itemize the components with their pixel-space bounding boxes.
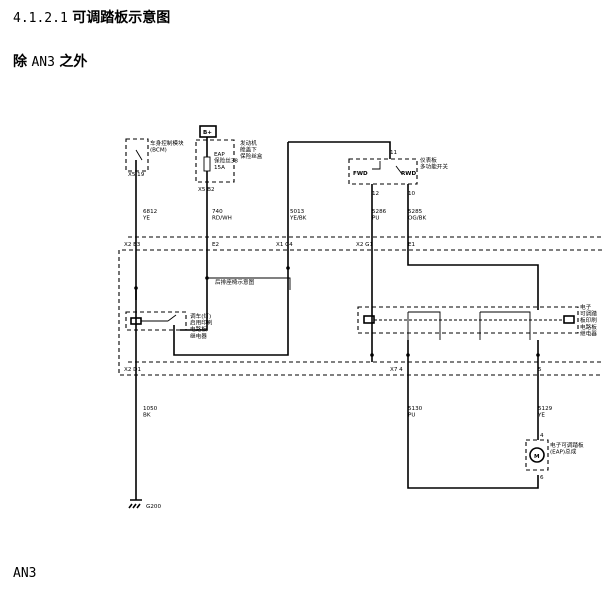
module-outline — [118, 249, 602, 376]
switch-rwd: RWD — [401, 171, 416, 177]
wire-5130-path — [407, 340, 539, 489]
subheading-suffix: 之外 — [59, 54, 88, 70]
conn-5: 5 — [538, 367, 542, 373]
wire-5285-path — [407, 184, 539, 310]
fuse-block-label: 发动机舱盖下保险丝盒 — [240, 139, 263, 160]
section-title-text: 可调踏板示意图 — [72, 10, 171, 26]
switch-box — [348, 158, 418, 185]
junction-dot — [134, 286, 138, 290]
motor-box — [525, 439, 549, 471]
battery-label: B+ — [203, 130, 212, 136]
motor-label: 电子可调踏板(EAP)总成 — [550, 441, 584, 456]
bcm-label: 车身控制模块(BCM) — [150, 139, 184, 154]
relay2-label: 电子可调踏板印刷电路板继电器 — [580, 303, 597, 337]
conn-x2-d1: X2 D1 — [124, 367, 141, 373]
ground-label: G200 — [146, 504, 161, 510]
motor-pin-top: 4 — [540, 433, 544, 439]
junction-dot — [536, 353, 540, 357]
relay1-contact — [141, 314, 177, 322]
battery-box — [199, 125, 217, 138]
relay1-label: 调车(灯)启用印刷电路板继电器 — [190, 312, 213, 340]
section-number: 4.1.2.1 — [13, 11, 68, 26]
ground-symbol — [128, 499, 142, 509]
junction-dot — [370, 353, 374, 357]
rear-aux-label: 后排座椅示意图 — [215, 278, 255, 286]
switch-contacts — [372, 161, 403, 175]
rear-aux-line — [207, 277, 291, 290]
subheading: 除 AN3 之外 — [13, 51, 87, 71]
section-title: 4.1.2.1 可调踏板示意图 — [13, 7, 170, 27]
junction-dot — [286, 266, 290, 270]
switch-label: 仪表板多功能开关 — [420, 156, 448, 171]
switch-fwd: FWD — [353, 171, 368, 177]
conn-e1: E1 — [408, 242, 416, 248]
relay2-contacts — [407, 311, 531, 340]
wire-fuse — [180, 137, 208, 331]
conn-x7-4: X7 4 — [390, 367, 403, 373]
relay2-box — [357, 306, 579, 334]
subheading-code: AN3 — [31, 55, 55, 70]
motor-pin-bottom: 6 — [540, 475, 544, 481]
motor-symbol — [529, 447, 545, 463]
bcm-switch-contact — [135, 149, 143, 161]
wire-5013-path — [173, 142, 289, 356]
bcm-box — [125, 138, 149, 172]
switch-pin: 11 — [390, 150, 398, 156]
relay2-coil-left — [363, 315, 375, 324]
relay2-coil-right — [563, 315, 575, 324]
junction-dot — [406, 353, 410, 357]
wire-switch-feed — [288, 141, 391, 159]
relay1-box — [125, 311, 187, 331]
switch-pin-10: 10 — [408, 191, 416, 197]
fuse-symbol — [203, 156, 211, 172]
footer-code: AN3 — [13, 566, 37, 581]
subheading-prefix: 除 — [13, 54, 27, 70]
conn-x1-c4: X1 C4 — [276, 242, 293, 248]
motor-m: M — [534, 454, 540, 460]
switch-pin-12: 12 — [372, 191, 379, 197]
junction-dot — [205, 276, 209, 280]
fuse-block-box — [195, 139, 235, 183]
conn-x2-e3: X2 E3 — [124, 242, 141, 248]
conn-e2: E2 — [212, 242, 219, 248]
conn-x2-g1: X2 G1 — [356, 242, 374, 248]
